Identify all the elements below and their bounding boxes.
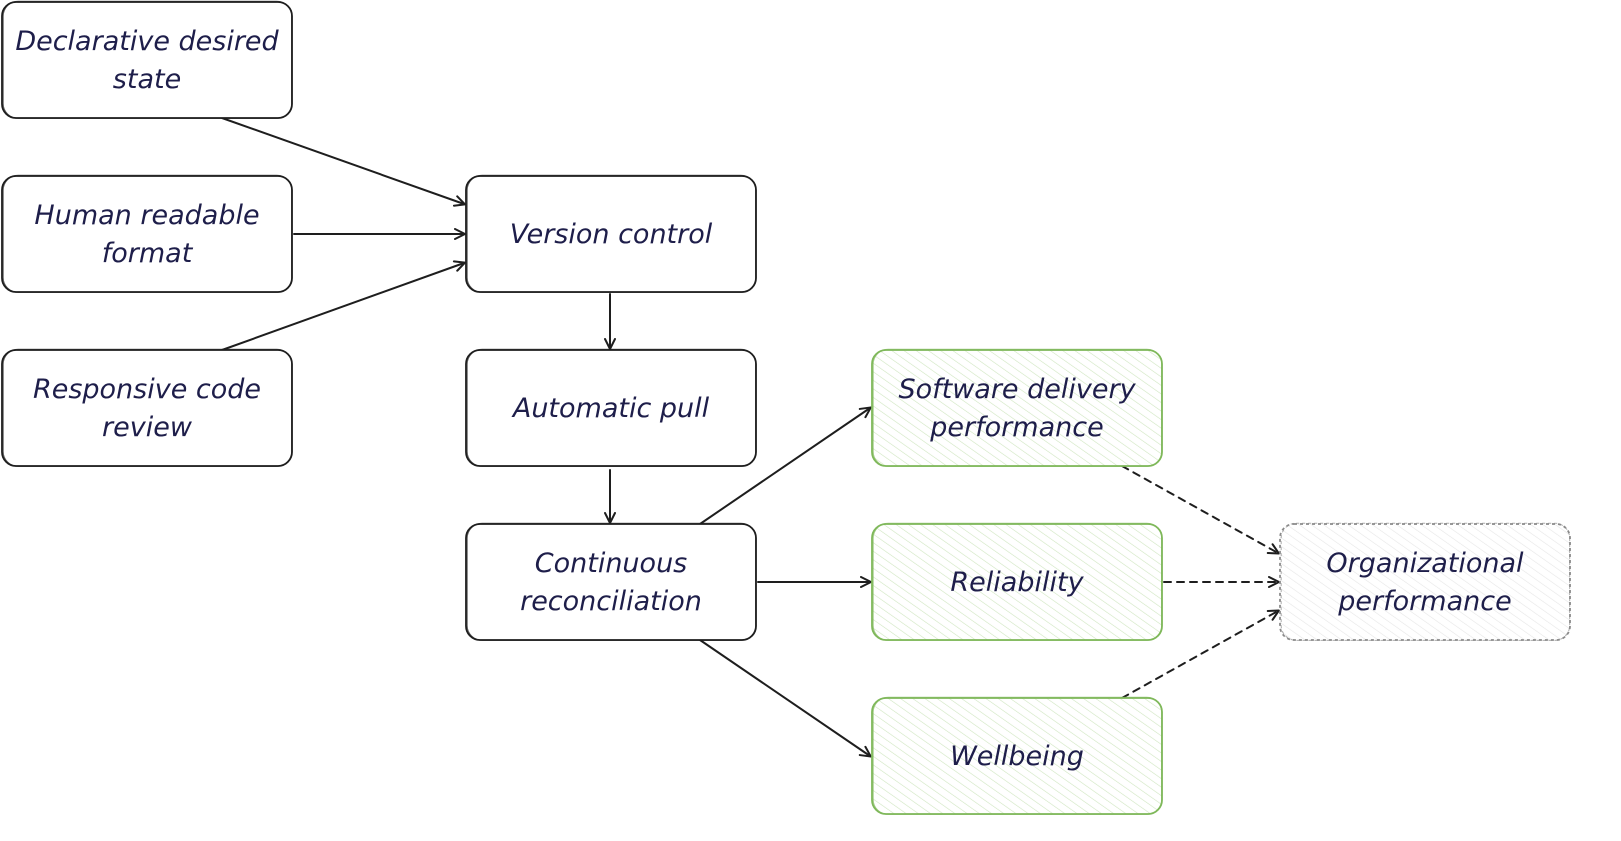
node-pull-label-line-0: Automatic pull — [511, 393, 710, 424]
node-declarative-label-line-1: state — [113, 64, 181, 95]
node-reliability-label-line-0: Reliability — [950, 567, 1084, 598]
node-declarative-label-line-0: Declarative desired — [15, 26, 279, 57]
node-human[interactable]: Human readable format — [1, 174, 293, 293]
node-responsive-label-line-0: Responsive code — [33, 374, 261, 405]
node-pull-outline — [466, 348, 757, 467]
node-wellbeing-outline — [872, 696, 1163, 815]
node-software-box — [871, 349, 1163, 467]
node-human-label-line-0: Human readable — [34, 200, 259, 231]
node-human-label-line-1: format — [102, 238, 194, 269]
node-org-box — [1279, 523, 1571, 641]
edge-reconcile-to-software — [699, 406, 872, 525]
node-version-outline — [466, 174, 757, 293]
node-declarative[interactable]: Declarative desired state — [1, 0, 293, 119]
node-version[interactable]: Version control — [465, 174, 757, 293]
node-version-label-line-0: Version control — [510, 219, 713, 250]
node-software-outline — [872, 348, 1163, 467]
node-reconcile-box — [465, 523, 757, 641]
node-reconcile-label-line-0: Continuous — [535, 548, 688, 579]
node-org-outline — [1280, 522, 1571, 641]
node-reconcile-outline — [466, 522, 757, 641]
node-reliability[interactable]: Reliability — [871, 522, 1163, 641]
node-reliability-outline — [872, 522, 1163, 641]
node-human-outline — [2, 174, 293, 293]
node-org-label-line-0: Organizational — [1326, 548, 1524, 579]
node-software-label-line-1: performance — [929, 412, 1103, 443]
edges-layer — [221, 117, 1280, 758]
node-declarative-outline — [2, 0, 293, 119]
edge-responsive-to-version — [221, 260, 466, 351]
node-software[interactable]: Software delivery performance — [871, 348, 1163, 467]
edge-software-to-org — [1121, 465, 1280, 555]
edge-declarative-to-version — [221, 117, 466, 207]
node-software-label-line-0: Software delivery — [898, 374, 1136, 405]
node-responsive-label-line-1: review — [102, 412, 193, 443]
node-wellbeing[interactable]: Wellbeing — [871, 696, 1163, 815]
node-declarative-box — [1, 1, 293, 119]
edge-reconcile-to-wellbeing — [699, 639, 872, 758]
node-pull[interactable]: Automatic pull — [465, 348, 757, 467]
node-responsive-outline — [2, 348, 293, 467]
node-reconcile[interactable]: Continuous reconciliation — [465, 522, 757, 641]
node-wellbeing-label-line-0: Wellbeing — [950, 741, 1084, 772]
edge-wellbeing-to-org — [1121, 609, 1280, 699]
node-reconcile-label-line-1: reconciliation — [520, 586, 702, 617]
node-responsive[interactable]: Responsive code review — [1, 348, 293, 467]
node-responsive-box — [1, 349, 293, 467]
node-org[interactable]: Organizational performance — [1279, 522, 1571, 641]
node-org-label-line-1: performance — [1337, 586, 1511, 617]
node-human-box — [1, 175, 293, 293]
